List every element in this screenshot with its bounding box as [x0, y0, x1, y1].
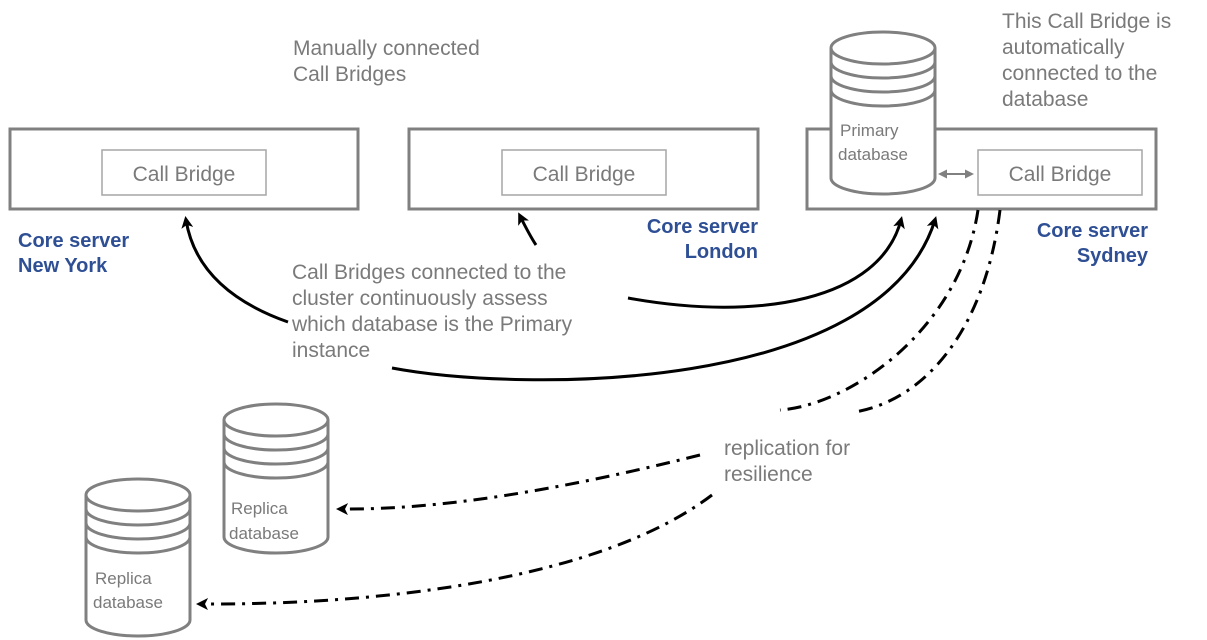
core-server-london-box: [407, 127, 760, 211]
call-bridge-newyork-label: Call Bridge: [133, 163, 236, 186]
auto-note-line-2: automatically: [1002, 36, 1125, 59]
sydney-label-line-1: Core server: [1036, 220, 1148, 242]
replication-note-line-2: resilience: [724, 463, 813, 486]
call-bridge-newyork: [101, 149, 267, 196]
replica-database-1-icon: [222, 402, 330, 555]
london-label-line-1: Core server: [646, 216, 758, 238]
auto-note-line-4: database: [1002, 88, 1089, 111]
primary-database-label-1: Primary: [840, 121, 899, 140]
call-bridge-sydney-label: Call Bridge: [1009, 163, 1112, 186]
replication-arrow-1: [340, 209, 980, 509]
london-connection-arrow: [518, 212, 538, 246]
auto-note-line-1: This Call Bridge is: [1002, 10, 1172, 33]
london-label-line-2: London: [684, 241, 758, 263]
core-server-london-label: Core server London: [608, 215, 758, 265]
assess-note-line-1: Call Bridges connected to the: [292, 261, 567, 284]
replica-database-2-icon: [84, 477, 192, 638]
assess-note: Call Bridges connected to the cluster co…: [292, 260, 572, 364]
primary-database-icon: [829, 30, 937, 196]
core-server-sydney-label: Core server Sydney: [998, 219, 1148, 269]
replica-database-1-label-2: database: [229, 524, 299, 543]
manual-note-line-2: Call Bridges: [293, 63, 407, 86]
newyork-connection-arrow: [181, 216, 289, 324]
call-bridge-london-label: Call Bridge: [533, 163, 636, 186]
replica-database-2-label-1: Replica: [95, 569, 152, 588]
core-server-newyork-label: Core server New York: [18, 229, 129, 279]
replica-database-1-label-1: Replica: [231, 499, 288, 518]
core-server-sydney-box: [805, 127, 1158, 211]
newyork-label-line-2: New York: [18, 255, 108, 277]
assess-note-line-4: instance: [292, 339, 371, 362]
replica-database-2-label-2: database: [93, 593, 163, 612]
sydney-label-line-2: Sydney: [1076, 245, 1148, 267]
replication-arrow-2: [200, 209, 1002, 604]
auto-note-line-3: connected to the: [1002, 62, 1158, 85]
sydney-connection-arrow-1: [627, 216, 905, 309]
replication-note: replication for resilience: [724, 436, 850, 488]
primary-database-label-2: database: [838, 145, 908, 164]
manual-note-line-1: Manually connected: [293, 37, 480, 60]
call-bridge-london: [501, 149, 667, 196]
core-server-newyork-box: [8, 127, 360, 211]
assess-note-line-3: which database is the Primary: [292, 313, 573, 336]
replication-note-line-1: replication for: [724, 437, 851, 460]
sydney-connection-arrow-2: [391, 216, 939, 382]
call-bridge-sydney: [977, 149, 1143, 196]
manual-connection-note: Manually connected Call Bridges: [293, 36, 480, 88]
newyork-label-line-1: Core server: [18, 230, 130, 252]
auto-connection-note: This Call Bridge is automatically connec…: [1002, 9, 1171, 113]
assess-note-line-2: cluster continuously assess: [292, 287, 548, 310]
